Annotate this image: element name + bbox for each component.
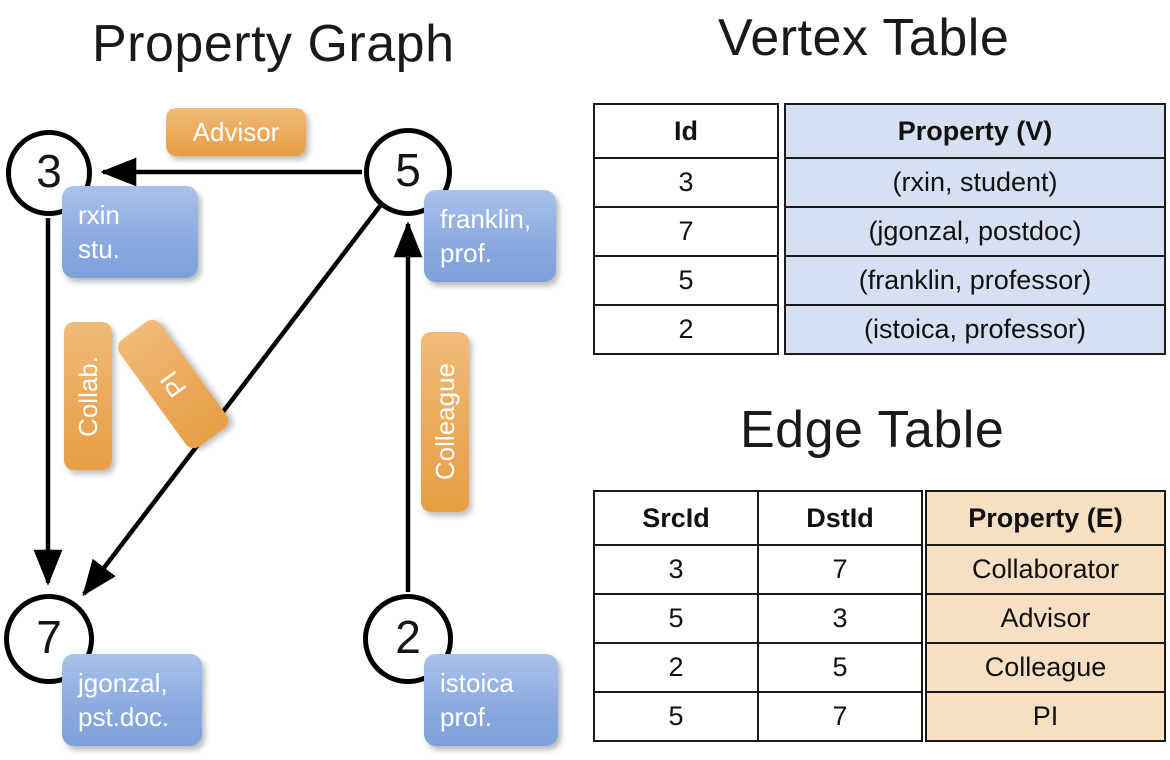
node-property-line: prof. — [440, 702, 493, 733]
vertex-property-cell: (jgonzal, postdoc) — [784, 206, 1166, 257]
edge-label-colleague-text: Colleague — [429, 363, 460, 481]
vertex-id-cell: 2 — [593, 304, 779, 355]
edge-property-cell: PI — [925, 691, 1166, 742]
table-row: Advisor — [925, 593, 1166, 644]
table-row: (franklin, professor) — [784, 255, 1166, 306]
graph-node-2[interactable]: 2 — [363, 594, 453, 684]
node-property-box-2: istoica prof. — [424, 654, 558, 746]
table-row: (jgonzal, postdoc) — [784, 206, 1166, 257]
table-row: Colleague — [925, 642, 1166, 693]
table-row: 7 — [593, 206, 779, 257]
table-header-row: Property (V) — [784, 103, 1166, 159]
edge-table-header-property: Property (E) — [925, 490, 1166, 546]
table-row: 2 5 — [593, 642, 923, 693]
edge-label-advisor-text: Advisor — [192, 116, 280, 147]
table-row: 3 — [593, 157, 779, 208]
edge-dst-cell: 3 — [757, 593, 923, 644]
edge-label-colleague: Colleague — [421, 332, 469, 512]
edge-src-cell: 5 — [593, 691, 759, 742]
edge-dst-cell: 7 — [757, 691, 923, 742]
table-header-row: SrcId DstId — [593, 490, 923, 546]
edge-label-advisor: Advisor — [166, 108, 306, 156]
edge-table-src-dst-columns: SrcId DstId 3 7 5 3 2 5 5 7 — [593, 490, 923, 742]
node-property-line: jgonzal, — [78, 668, 168, 698]
property-graph-diagram: 3 5 7 2 rxin stu. franklin, prof. jgonza… — [4, 108, 558, 746]
graph-node-7-label: 7 — [36, 611, 62, 663]
table-row: PI — [925, 691, 1166, 742]
edge-property-cell: Collaborator — [925, 544, 1166, 595]
vertex-id-cell: 3 — [593, 157, 779, 208]
table-row: 5 — [593, 255, 779, 306]
vertex-table-id-column: Id 3 7 5 2 — [593, 103, 779, 355]
vertex-property-cell: (rxin, student) — [784, 157, 1166, 208]
edge-table-property-column: Property (E) Collaborator Advisor Collea… — [925, 490, 1166, 742]
graph-node-5[interactable]: 5 — [364, 128, 452, 216]
edge-src-cell: 5 — [593, 593, 759, 644]
vertex-table-property-column: Property (V) (rxin, student) (jgonzal, p… — [784, 103, 1166, 355]
graph-edges-svg — [33, 157, 423, 597]
table-row: (istoica, professor) — [784, 304, 1166, 355]
edge-table-header-srcid: SrcId — [593, 490, 759, 546]
table-row: Collaborator — [925, 544, 1166, 595]
vertex-property-cell: (franklin, professor) — [784, 255, 1166, 306]
node-property-box-5: franklin, prof. — [424, 190, 556, 282]
node-property-line: pst.doc. — [78, 702, 170, 733]
table-header-row: Id — [593, 103, 779, 159]
edge-dst-cell: 5 — [757, 642, 923, 693]
node-property-line: franklin, — [440, 204, 532, 234]
vertex-table-header-property: Property (V) — [784, 103, 1166, 159]
node-property-line: istoica — [440, 668, 514, 698]
vertex-property-cell: (istoica, professor) — [784, 304, 1166, 355]
table-row: (rxin, student) — [784, 157, 1166, 208]
edge-property-cell: Advisor — [925, 593, 1166, 644]
page-title-vertex-table: Vertex Table — [718, 9, 1010, 67]
vertex-id-cell: 5 — [593, 255, 779, 306]
graph-node-5-label: 5 — [395, 144, 421, 196]
edge-property-cell: Colleague — [925, 642, 1166, 693]
edge-dst-cell: 7 — [757, 544, 923, 595]
table-header-row: Property (E) — [925, 490, 1166, 546]
table-row: 2 — [593, 304, 779, 355]
table-row: 3 7 — [593, 544, 923, 595]
edge-src-cell: 2 — [593, 642, 759, 693]
table-row: 5 7 — [593, 691, 923, 742]
node-property-line: prof. — [440, 238, 493, 269]
edge-5-to-7 — [82, 204, 382, 597]
graph-node-3-label: 3 — [36, 145, 62, 197]
page-title-edge-table: Edge Table — [740, 401, 1005, 459]
table-row: 5 3 — [593, 593, 923, 644]
node-property-box-3: rxin stu. — [62, 186, 198, 278]
vertex-id-cell: 7 — [593, 206, 779, 257]
node-property-line: stu. — [78, 234, 120, 265]
graph-node-2-label: 2 — [395, 611, 421, 663]
edge-src-cell: 3 — [593, 544, 759, 595]
page-title-property-graph: Property Graph — [92, 15, 455, 73]
edge-label-collab: Collab. — [64, 322, 112, 470]
node-property-line: rxin — [78, 200, 120, 230]
edge-table-header-dstid: DstId — [757, 490, 923, 546]
vertex-table-header-id: Id — [593, 103, 779, 159]
edge-label-pi-text: PI — [153, 365, 192, 404]
node-property-box-7: jgonzal, pst.doc. — [62, 654, 202, 746]
edge-label-collab-text: Collab. — [72, 355, 103, 437]
